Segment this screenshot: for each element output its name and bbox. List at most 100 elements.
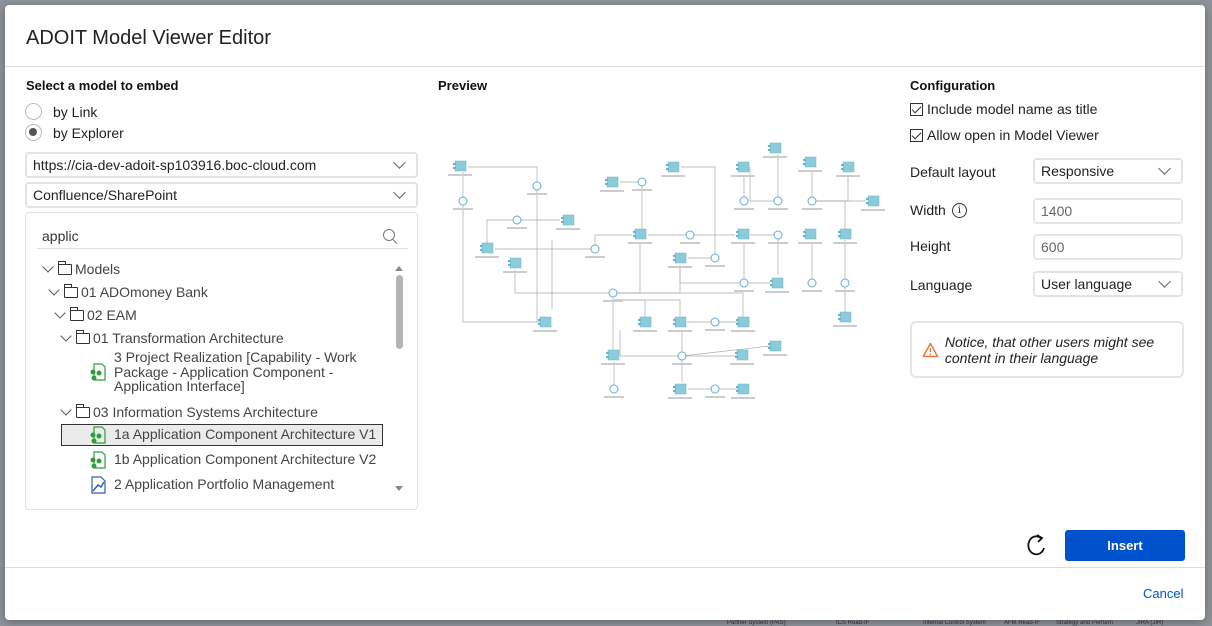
radio-by-link[interactable]: by Link [25, 103, 97, 120]
tree-item-label: 3 Project Realization [Capability - Work… [114, 349, 357, 394]
tree-item-label: 1a Application Component Architecture V1 [114, 426, 377, 442]
notice-text: Notice, that other users might see conte… [944, 333, 1155, 366]
diagram-application-component [769, 340, 782, 352]
diagram-interface [685, 230, 695, 240]
diagram-application-component [634, 228, 647, 240]
chevron-down-icon [393, 186, 406, 199]
tree-item-information-systems-architecture[interactable]: 03 Information Systems Architecture [60, 404, 318, 420]
radio-label: by Link [53, 103, 98, 120]
diagram-connector [514, 270, 613, 294]
diagram-interface [773, 230, 783, 240]
server-url-select[interactable]: https://cia-dev-adoit-sp103916.boc-cloud… [25, 152, 418, 178]
width-input[interactable] [1033, 198, 1183, 224]
insert-button[interactable]: Insert [1065, 530, 1185, 561]
select-model-heading: Select a model to embed [26, 78, 179, 93]
diagram-application-component [737, 161, 750, 173]
tree-item-adomoney-bank[interactable]: 01 ADOmoney Bank [48, 284, 208, 300]
checkbox-checked-icon[interactable] [910, 128, 923, 142]
info-icon[interactable]: i [951, 202, 967, 218]
diagram-interface [609, 384, 619, 394]
language-label: Language [910, 277, 973, 293]
diagram-connector [679, 265, 744, 284]
repository-select[interactable]: Confluence/SharePoint [25, 182, 418, 208]
radio-by-explorer[interactable]: by Explorer [25, 124, 124, 141]
width-label-group: Width i [910, 202, 967, 218]
diagram-connector [812, 200, 846, 229]
chevron-down-icon[interactable] [60, 330, 72, 342]
scroll-up-arrow[interactable] [395, 266, 403, 271]
diagram-application-component [842, 161, 855, 173]
diagram-interface [512, 215, 522, 225]
cancel-button[interactable]: Cancel [1143, 586, 1184, 601]
folder-icon [63, 284, 78, 298]
bg-text: JIRA (JIR) [1136, 620, 1164, 626]
width-label: Width [910, 202, 946, 218]
chevron-down-icon[interactable] [60, 404, 72, 416]
diagram-application-component [539, 316, 552, 328]
model-icon [90, 426, 106, 444]
tree-item-eam[interactable]: 02 EAM [54, 307, 137, 323]
server-url-value: https://cia-dev-adoit-sp103916.boc-cloud… [33, 157, 317, 173]
scroll-down-arrow[interactable] [395, 486, 403, 491]
checkbox-label: Allow open in Model Viewer [927, 127, 1099, 143]
bg-text: Partner System (PAS) [727, 620, 786, 626]
preview-heading: Preview [438, 78, 488, 93]
tree-item-1b-application-component[interactable]: 1b Application Component Architecture V2 [90, 451, 376, 469]
chevron-down-icon[interactable] [48, 284, 60, 296]
diagram-interface [710, 253, 720, 263]
tree-item-project-realization[interactable]: 3 Project Realization [Capability - Work… [90, 350, 357, 394]
scrollbar-thumb[interactable] [396, 275, 403, 349]
model-icon [90, 451, 106, 469]
tree-item-label: 1b Application Component Architecture V2 [114, 451, 377, 467]
diagram-application-component [607, 349, 620, 361]
bg-text: AFM Read-IF [1004, 620, 1041, 626]
include-title-checkbox[interactable]: Include model name as title [910, 101, 1097, 117]
diagram-interface [532, 181, 542, 191]
tree-item-1a-application-component[interactable]: 1a Application Component Architecture V1 [90, 426, 376, 444]
diagram-interface [608, 288, 618, 298]
diagram-interface [590, 244, 600, 254]
diagram-interface [458, 196, 468, 206]
diagram-connector [613, 299, 681, 318]
default-layout-select[interactable]: Responsive [1033, 158, 1183, 184]
tree-item-label: 01 ADOmoney Bank [81, 284, 208, 300]
folder-icon [75, 404, 90, 418]
allow-open-checkbox[interactable]: Allow open in Model Viewer [910, 127, 1099, 143]
height-input[interactable] [1033, 234, 1183, 260]
chevron-down-icon[interactable] [54, 307, 66, 319]
radio-button[interactable] [25, 124, 42, 141]
diagram-application-component [737, 383, 750, 395]
chevron-down-icon [1158, 275, 1171, 288]
header-divider [5, 66, 1205, 67]
diagram-connector [681, 345, 771, 357]
language-value: User language [1041, 276, 1133, 292]
bg-text: Strategy and Perform [1056, 620, 1114, 626]
diagram-application-component [509, 257, 522, 269]
diagram-connector [468, 166, 538, 186]
diagram-interface [710, 384, 720, 394]
chevron-down-icon [1158, 162, 1171, 175]
diagram-interface [739, 278, 749, 288]
selected-row-highlight [61, 424, 383, 446]
diagram-application-component [771, 277, 784, 289]
model-icon [90, 363, 106, 381]
search-field [37, 223, 408, 249]
refresh-icon[interactable] [1025, 532, 1049, 560]
search-input[interactable] [42, 227, 342, 244]
repository-value: Confluence/SharePoint [33, 187, 177, 203]
diagram-interface [807, 278, 817, 288]
warning-icon [922, 342, 939, 357]
diagram-application-component [562, 214, 575, 226]
tree-item-transformation-architecture[interactable]: 01 Transformation Architecture [60, 330, 284, 346]
radio-button[interactable] [25, 103, 42, 120]
search-icon[interactable] [383, 229, 395, 241]
diagram-interface [807, 196, 817, 206]
diagram-application-component [639, 316, 652, 328]
checkbox-checked-icon[interactable] [910, 102, 923, 116]
tree-item-models[interactable]: Models [42, 261, 120, 277]
tree-item-application-portfolio[interactable]: 2 Application Portfolio Management [90, 476, 334, 494]
language-select[interactable]: User language [1033, 271, 1183, 297]
chevron-down-icon[interactable] [42, 261, 54, 273]
diagram-application-component [674, 383, 687, 395]
diagram-interface [710, 317, 720, 327]
